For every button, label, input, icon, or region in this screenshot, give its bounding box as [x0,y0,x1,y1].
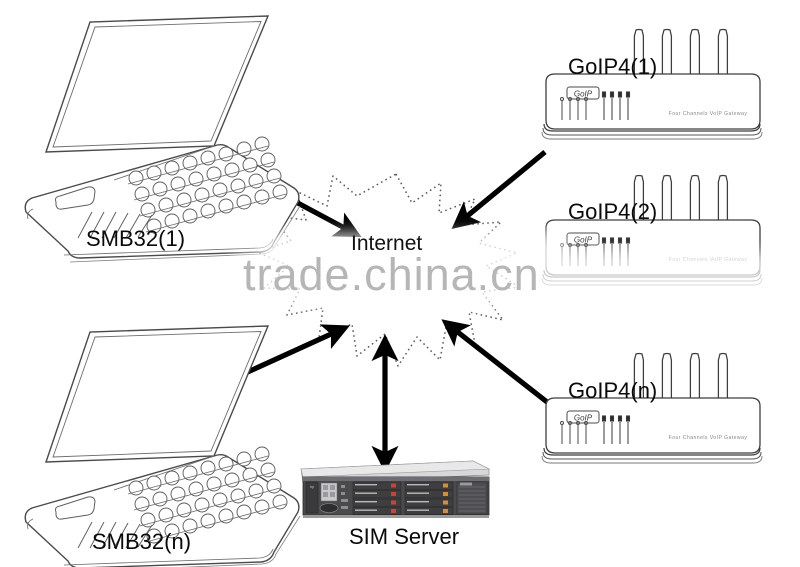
label-goip4-n: GoIP4(n) [568,378,658,403]
icon-goip4-1 [541,28,763,140]
internet-label: Internet [351,232,423,255]
label-smb32-n: SMB32(n) [92,529,192,554]
label-sim-server: SIM Server [349,524,460,549]
label-smb32-1: SMB32(1) [86,226,186,251]
label-goip4-1: GoIP4(1) [568,54,658,79]
icon-goip4-2 [541,174,763,286]
label-goip4-2: GoIP4(2) [568,199,658,224]
icon-sim-server [300,460,490,519]
icon-goip4-n [541,352,763,464]
arrow-goip4-1-to-internet [451,149,547,229]
